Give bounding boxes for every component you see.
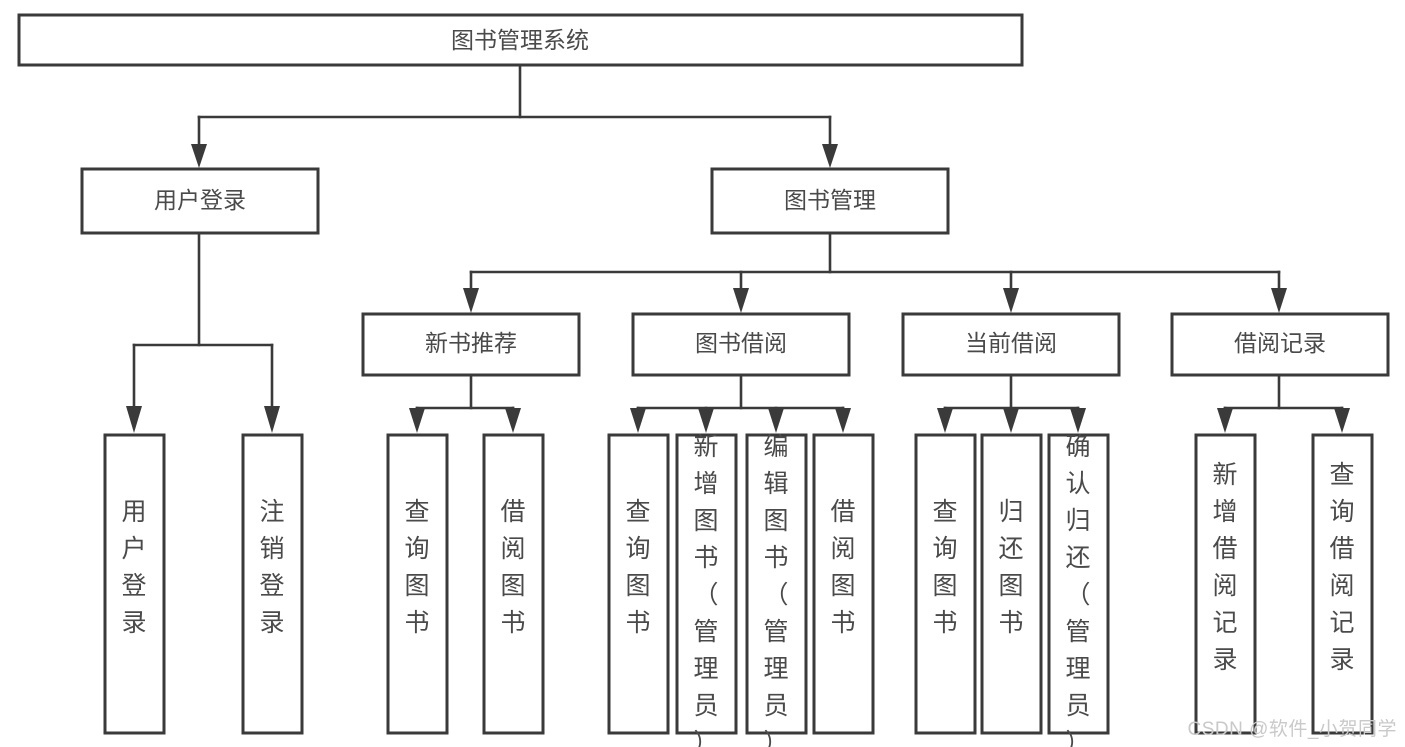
node-leaf-query-book-1-label: 查询图书	[404, 498, 429, 637]
node-user-login-label: 用户登录	[154, 187, 246, 213]
arrow-head-leaf-query-record	[1334, 408, 1350, 433]
node-current-borrow-label: 当前借阅	[965, 330, 1057, 356]
arrow-head-leaf-query-book-3	[937, 408, 953, 433]
node-new-book-recommend[interactable]: 新书推荐	[361, 312, 581, 377]
node-user-login-box	[80, 167, 320, 235]
node-book-borrow[interactable]: 图书借阅	[631, 312, 851, 377]
node-leaf-borrow-book-1[interactable]: 借阅图书	[482, 433, 545, 735]
node-book-borrow-box	[631, 312, 851, 377]
arrow-head-leaf-edit-book	[768, 408, 784, 433]
node-leaf-borrow-book-2[interactable]: 借阅图书	[812, 433, 875, 735]
node-leaf-add-record-label: 新增借阅记录	[1212, 461, 1237, 674]
node-leaf-return-book-label: 归还图书	[998, 498, 1023, 637]
node-leaf-query-book-1[interactable]: 查询图书	[386, 433, 449, 735]
node-user-login[interactable]: 用户登录	[80, 167, 320, 235]
node-new-book-recommend-label: 新书推荐	[425, 330, 517, 356]
arrow-head-book-manage	[822, 144, 838, 168]
arrow-head-new-book-recommend	[463, 288, 479, 313]
node-leaf-user-logout[interactable]: 注销登录	[241, 433, 304, 735]
node-book-manage-box	[710, 167, 950, 235]
node-root[interactable]: 图书管理系统	[17, 13, 1024, 67]
node-leaf-return-book-box	[980, 433, 1043, 735]
node-leaf-query-book-2-label: 查询图书	[625, 498, 650, 637]
node-leaf-query-record-label: 查询借阅记录	[1329, 461, 1354, 674]
arrow-head-leaf-add-record	[1217, 408, 1233, 433]
node-borrow-record-box	[1170, 312, 1390, 377]
node-leaf-query-book-3[interactable]: 查询图书	[914, 433, 977, 735]
arrow-head-leaf-confirm-return	[1070, 408, 1086, 433]
arrow-head-leaf-borrow-book-1	[505, 408, 521, 433]
arrow-head-borrow-record	[1271, 288, 1287, 313]
node-book-manage-label: 图书管理	[784, 187, 876, 213]
node-leaf-add-book[interactable]: 新增图书（管理员）	[675, 433, 738, 747]
arrow-head-leaf-user-logout	[264, 406, 280, 433]
node-leaf-borrow-book-1-box	[482, 433, 545, 735]
node-leaf-return-book[interactable]: 归还图书	[980, 433, 1043, 735]
node-leaf-add-book-box	[675, 433, 738, 735]
node-leaf-confirm-return-label: 确认归还（管理员）	[1065, 433, 1090, 747]
arrow-head-leaf-return-book	[1003, 408, 1019, 433]
node-leaf-query-book-2[interactable]: 查询图书	[607, 433, 670, 735]
node-root-label: 图书管理系统	[451, 27, 589, 53]
node-leaf-edit-book[interactable]: 编辑图书（管理员）	[745, 433, 808, 747]
node-leaf-query-book-3-box	[914, 433, 977, 735]
node-leaf-query-book-1-box	[386, 433, 449, 735]
node-leaf-edit-book-box	[745, 433, 808, 735]
node-new-book-recommend-box	[361, 312, 581, 377]
node-leaf-confirm-return[interactable]: 确认归还（管理员）	[1047, 433, 1110, 747]
node-leaf-user-logout-box	[241, 433, 304, 735]
node-book-manage[interactable]: 图书管理	[710, 167, 950, 235]
node-leaf-add-record-box	[1194, 433, 1257, 735]
node-book-borrow-label: 图书借阅	[695, 330, 787, 356]
node-leaf-user-login-box	[103, 433, 166, 735]
node-leaf-query-record-box	[1311, 433, 1374, 735]
node-leaf-user-logout-label: 注销登录	[259, 498, 284, 637]
node-leaf-edit-book-label: 编辑图书（管理员）	[763, 433, 788, 747]
node-root-box	[17, 13, 1024, 67]
node-leaf-query-record[interactable]: 查询借阅记录	[1311, 433, 1374, 735]
node-borrow-record[interactable]: 借阅记录	[1170, 312, 1390, 377]
arrow-head-current-borrow	[1003, 288, 1019, 313]
node-leaf-query-book-2-box	[607, 433, 670, 735]
node-leaf-borrow-book-2-box	[812, 433, 875, 735]
node-current-borrow-box	[901, 312, 1121, 377]
arrow-head-leaf-query-book-1	[409, 408, 425, 433]
node-leaf-add-record[interactable]: 新增借阅记录	[1194, 433, 1257, 735]
arrow-head-leaf-add-book	[698, 408, 714, 433]
edges-layer	[126, 63, 1350, 433]
node-leaf-user-login[interactable]: 用户登录	[103, 433, 166, 735]
node-borrow-record-label: 借阅记录	[1234, 330, 1326, 356]
arrow-head-leaf-borrow-book-2	[835, 408, 851, 433]
node-leaf-user-login-label: 用户登录	[121, 498, 146, 637]
arrow-head-leaf-user-login	[126, 406, 142, 433]
node-current-borrow[interactable]: 当前借阅	[901, 312, 1121, 377]
node-leaf-borrow-book-1-label: 借阅图书	[500, 498, 525, 637]
arrow-head-book-borrow	[733, 288, 749, 313]
node-leaf-borrow-book-2-label: 借阅图书	[830, 498, 855, 637]
node-leaf-add-book-label: 新增图书（管理员）	[693, 433, 718, 747]
arrow-head-user-login	[191, 144, 207, 168]
arrow-head-leaf-query-book-2	[630, 408, 646, 433]
node-leaf-confirm-return-box	[1047, 433, 1110, 735]
node-leaf-query-book-3-label: 查询图书	[932, 498, 957, 637]
